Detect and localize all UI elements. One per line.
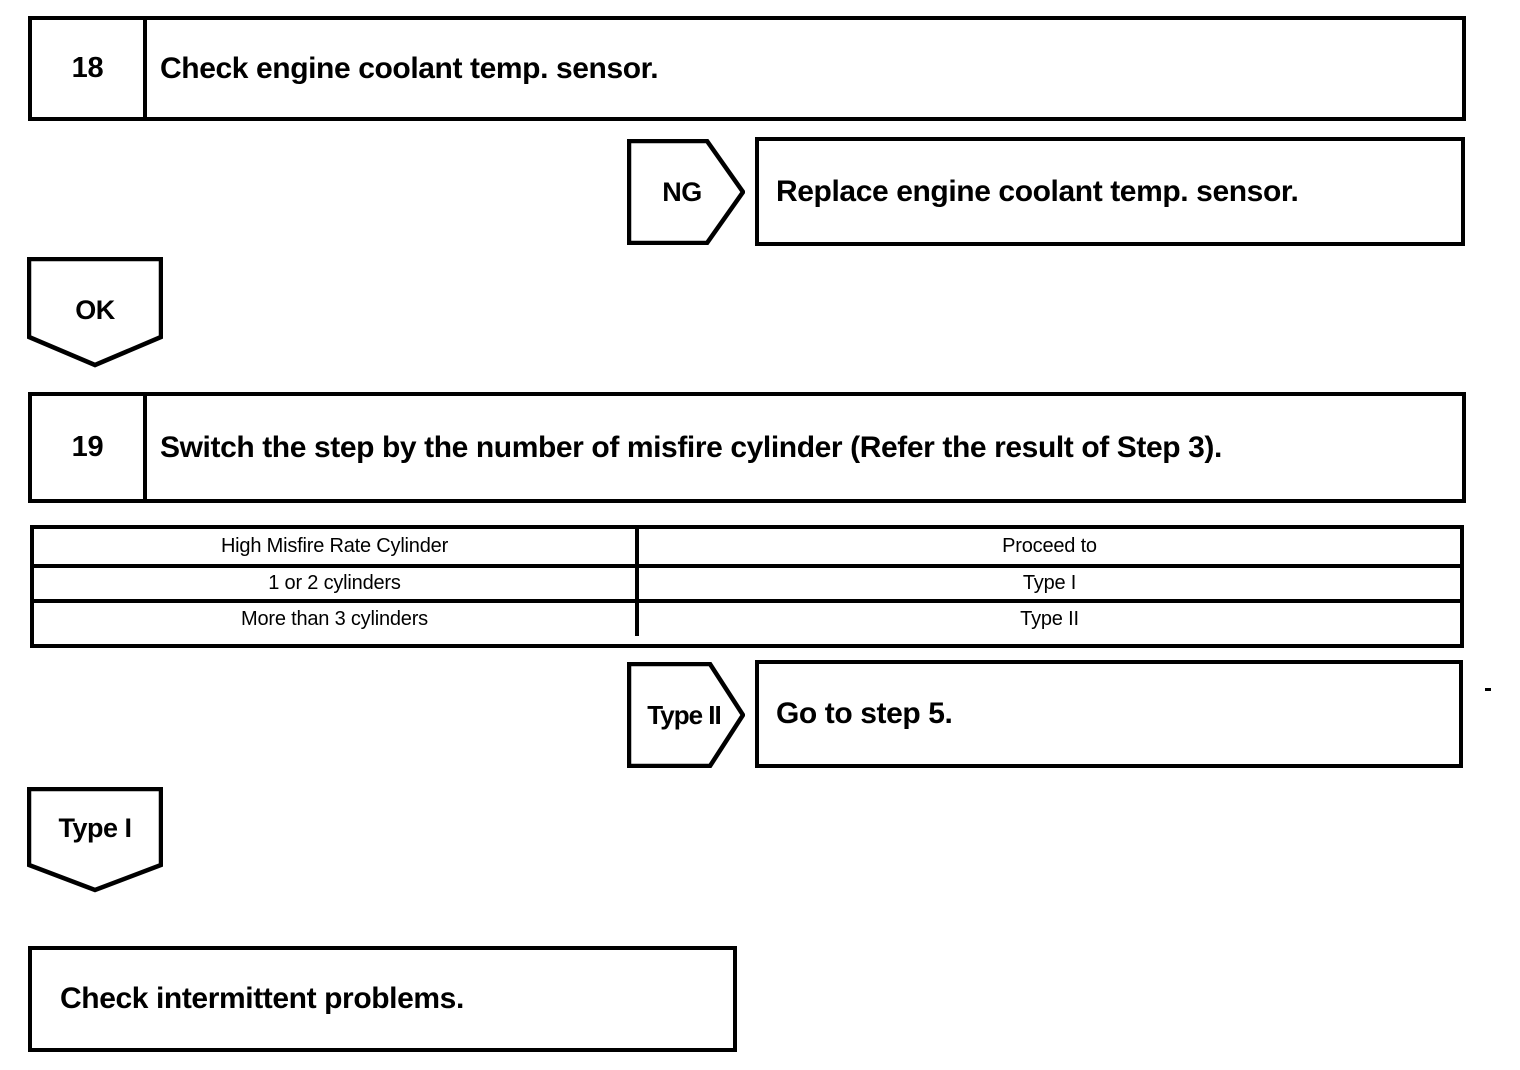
table-cell-type: Type I	[1022, 572, 1077, 594]
check-intermittent-box: Check intermittent problems.	[28, 946, 737, 1052]
table-header-cylinder: High Misfire Rate Cylinder	[34, 529, 639, 564]
step-19-box: 19 Switch the step by the number of misf…	[28, 392, 1466, 503]
table-row: More than 3 cylinders Type II	[34, 603, 1460, 636]
ok-connector-pentagon: OK	[27, 257, 163, 368]
pentagon-down-shape	[27, 787, 163, 893]
ng-branch-pentagon: NG	[627, 139, 745, 245]
pentagon-right-shape	[627, 662, 745, 768]
table-row: 1 or 2 cylinders Type I	[34, 568, 1460, 603]
type1-connector-pentagon: Type I	[27, 787, 163, 893]
replace-sensor-action-text: Replace engine coolant temp. sensor.	[776, 174, 1299, 208]
table-cell-type: Type II	[1020, 608, 1079, 630]
table-cell-cylinders: More than 3 cylinders	[34, 603, 639, 636]
check-intermittent-text: Check intermittent problems.	[60, 982, 464, 1015]
pentagon-right-shape	[627, 139, 745, 245]
step-19-number: 19	[32, 396, 147, 499]
step-18-number: 18	[32, 20, 147, 117]
ok-label: OK	[75, 294, 115, 325]
step-19-instruction: Switch the step by the number of misfire…	[160, 430, 1222, 464]
table-header-row: High Misfire Rate Cylinder Proceed to	[34, 529, 1460, 568]
type2-label: Type II	[647, 699, 721, 730]
replace-sensor-action-box: Replace engine coolant temp. sensor.	[755, 137, 1465, 246]
table-header-proceed: Proceed to	[1002, 535, 1097, 557]
step-18-box: 18 Check engine coolant temp. sensor.	[28, 16, 1466, 121]
goto-step5-action-box: Go to step 5.	[755, 660, 1463, 768]
goto-step5-action-text: Go to step 5.	[776, 697, 953, 730]
step-18-instruction: Check engine coolant temp. sensor.	[160, 51, 659, 85]
ng-label: NG	[662, 176, 702, 207]
table-cell-cylinders: 1 or 2 cylinders	[34, 568, 639, 599]
misfire-decision-table: High Misfire Rate Cylinder Proceed to 1 …	[30, 525, 1464, 648]
scan-artifact-dot	[1485, 688, 1491, 691]
type1-label: Type I	[58, 812, 132, 843]
type2-branch-pentagon: Type II	[627, 662, 745, 768]
pentagon-down-shape	[27, 257, 163, 368]
